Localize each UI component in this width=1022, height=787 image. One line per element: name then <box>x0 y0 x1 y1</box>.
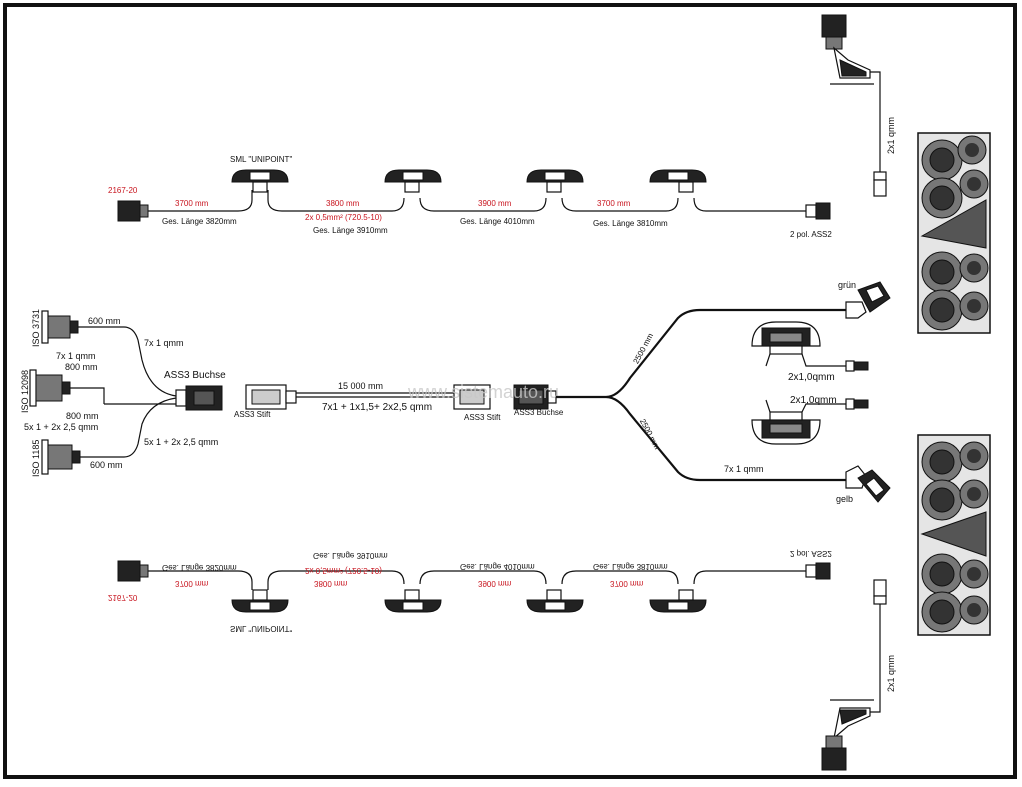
svg-text:2x1 qmm: 2x1 qmm <box>886 655 896 692</box>
svg-text:2x1,0qmm: 2x1,0qmm <box>788 372 835 383</box>
svg-text:3700 mm: 3700 mm <box>610 579 644 588</box>
right-split-wires <box>556 308 846 482</box>
svg-text:3900 mm: 3900 mm <box>478 199 512 208</box>
svg-text:800 mm: 800 mm <box>65 362 98 372</box>
top-lamp-2 <box>384 169 442 193</box>
svg-text:Ges. Länge 3820mm: Ges. Länge 3820mm <box>162 563 237 572</box>
svg-text:3700 mm: 3700 mm <box>175 199 209 208</box>
socket-harness-wires <box>70 326 177 458</box>
svg-text:Ges. Länge 4010mm: Ges. Länge 4010mm <box>460 217 535 226</box>
svg-text:SML "UNIPOINT": SML "UNIPOINT" <box>230 624 292 633</box>
plate-lamp-lower <box>751 398 869 445</box>
svg-text:600 mm: 600 mm <box>90 460 123 470</box>
main-cable: ASS3 Stift 15 000 mm 7x1 + 1x1,5+ 2x2,5 … <box>234 381 564 422</box>
connector-gelb <box>845 465 891 503</box>
svg-text:ASS3 Buchse: ASS3 Buchse <box>164 370 226 381</box>
top-lamp-1 <box>231 169 289 193</box>
svg-text:800 mm: 800 mm <box>66 411 99 421</box>
diagram-frame <box>3 3 1017 779</box>
svg-text:ASS3 Stift: ASS3 Stift <box>234 410 271 419</box>
svg-text:ASS3 Buchse: ASS3 Buchse <box>514 408 564 417</box>
rear-light-lower <box>917 434 991 636</box>
svg-text:gelb: gelb <box>836 494 853 504</box>
side-marker-top: 2x1 qmm <box>821 14 896 197</box>
svg-text:3700 mm: 3700 mm <box>597 199 631 208</box>
socket-iso-1185 <box>41 439 81 475</box>
top-start-connector <box>117 200 141 222</box>
svg-text:2x 0,5mm² (720.5-10): 2x 0,5mm² (720.5-10) <box>305 566 382 575</box>
svg-text:2x1,0qmm: 2x1,0qmm <box>790 395 837 406</box>
svg-text:7x 1 qmm: 7x 1 qmm <box>56 351 96 361</box>
svg-text:Ges. Länge 4010mm: Ges. Länge 4010mm <box>460 562 535 571</box>
top-lamp-3 <box>526 169 584 193</box>
svg-text:2500 mm: 2500 mm <box>638 417 662 451</box>
bottom-branch-wire <box>148 570 806 590</box>
top-end-connector <box>815 202 831 220</box>
svg-text:3700 mm: 3700 mm <box>175 579 209 588</box>
svg-text:7x1 + 1x1,5+ 2x2,5 qmm: 7x1 + 1x1,5+ 2x2,5 qmm <box>322 402 432 413</box>
svg-text:Ges. Länge 3810mm: Ges. Länge 3810mm <box>593 562 668 571</box>
bottom-lamp-4 <box>649 589 707 613</box>
svg-text:2x1 qmm: 2x1 qmm <box>886 117 896 154</box>
svg-text:Ges. Länge 3910mm: Ges. Länge 3910mm <box>313 551 388 560</box>
svg-text:grün: grün <box>838 280 856 290</box>
bottom-lamp-3 <box>526 589 584 613</box>
bottom-lamp-2 <box>384 589 442 613</box>
svg-text:3800 mm: 3800 mm <box>326 199 360 208</box>
svg-text:ISO 3731: ISO 3731 <box>31 309 41 347</box>
bottom-start-connector <box>117 560 141 582</box>
svg-text:2 pol. ASS2: 2 pol. ASS2 <box>790 549 832 558</box>
svg-text:ISO 12098: ISO 12098 <box>20 370 30 413</box>
svg-text:5x 1 + 2x 2,5 qmm: 5x 1 + 2x 2,5 qmm <box>144 437 218 447</box>
top-part-number: 2167-20 <box>108 186 138 195</box>
svg-text:3800 mm: 3800 mm <box>314 579 348 588</box>
svg-text:Ges. Länge 3810mm: Ges. Länge 3810mm <box>593 219 668 228</box>
svg-text:7x 1 qmm: 7x 1 qmm <box>724 464 764 474</box>
connector-gruen <box>845 281 891 319</box>
bottom-end-connector <box>815 562 831 580</box>
svg-text:ASS3 Stift: ASS3 Stift <box>464 413 501 422</box>
rear-light-upper <box>917 132 991 334</box>
top-lamp-4 <box>649 169 707 193</box>
left-sockets: ISO 3731 ISO 12098 ISO 1185 600 mm 7x 1 … <box>20 309 226 477</box>
right-harness: 2500 mm 2500 mm grün gelb 7x 1 qmm 2x1,0… <box>556 280 891 504</box>
svg-text:7x 1 qmm: 7x 1 qmm <box>144 338 184 348</box>
plate-lamp-upper <box>751 321 869 372</box>
top-branch: 2167-20 SML "UNIPOINT" 3700 mm Ges. Läng… <box>108 155 832 239</box>
svg-text:600 mm: 600 mm <box>88 316 121 326</box>
svg-text:Ges. Länge 3910mm: Ges. Länge 3910mm <box>313 226 388 235</box>
svg-text:2x 0,5mm² (720.5-10): 2x 0,5mm² (720.5-10) <box>305 213 382 222</box>
top-branch-wire <box>148 190 806 212</box>
svg-text:2167-20: 2167-20 <box>108 593 138 602</box>
svg-text:15 000 mm: 15 000 mm <box>338 381 383 391</box>
socket-iso-3731 <box>41 310 79 344</box>
socket-iso-12098 <box>29 369 71 407</box>
top-lamp-name: SML "UNIPOINT" <box>230 155 292 164</box>
svg-text:5x 1 + 2x 2,5 qmm: 5x 1 + 2x 2,5 qmm <box>24 422 98 432</box>
watermark: www.sistemauto.ru <box>407 382 559 402</box>
side-marker-bottom: 2x1 qmm <box>821 579 896 771</box>
top-end-connector-label: 2 pol. ASS2 <box>790 230 832 239</box>
bottom-branch: 2167-20 SML "UNIPOINT" 3700 mm Ges. Läng… <box>108 549 832 633</box>
svg-text:Ges. Länge 3820mm: Ges. Länge 3820mm <box>162 217 237 226</box>
svg-text:3900 mm: 3900 mm <box>478 579 512 588</box>
svg-text:ISO 1185: ISO 1185 <box>31 440 41 477</box>
bottom-lamp-1 <box>231 589 289 613</box>
ass3-buchse-left <box>175 385 223 411</box>
